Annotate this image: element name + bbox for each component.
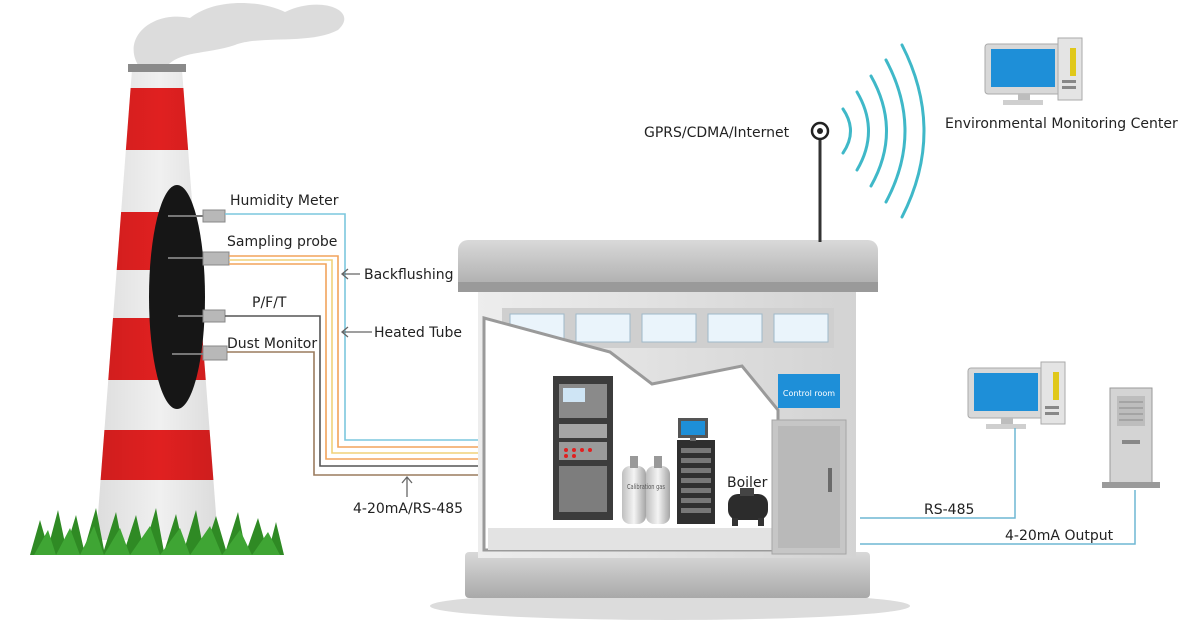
server-tower-icon: [1102, 387, 1160, 488]
station-pc-icon: [678, 418, 708, 441]
heated-tube-label: Heated Tube: [374, 325, 462, 341]
flow-arrows: [340, 268, 413, 497]
cable-bundle: [225, 213, 482, 476]
station-shadow: [430, 592, 910, 620]
rs485-label: RS-485: [924, 502, 974, 518]
stack-cutaway: [149, 185, 205, 409]
chimney-smoke: [133, 2, 345, 69]
signal-output-label: 4-20mA/RS-485: [353, 501, 463, 517]
stack-grass: [30, 508, 284, 555]
wireless-link-label: GPRS/CDMA/Internet: [644, 125, 790, 141]
wireless-signal-icon: [841, 43, 926, 219]
analyzer-cabinet: [553, 376, 613, 520]
calibration-gas-cylinders: Calibration gas: [622, 456, 670, 524]
dust-monitor-sensor: [172, 345, 228, 361]
boiler: [728, 488, 768, 526]
monitoring-center-pc-icon: [984, 37, 1083, 105]
backflushing-label: Backflushing: [364, 267, 454, 283]
boiler-label: Boiler: [727, 475, 768, 491]
calibration-gas-label: Calibration gas: [627, 483, 665, 491]
sampling-probe-sensor: [168, 251, 230, 266]
control-room: Control room: [771, 374, 847, 555]
dust-monitor-label: Dust Monitor: [227, 336, 317, 352]
pft-label: P/F/T: [252, 295, 287, 311]
humidity-meter-label: Humidity Meter: [230, 193, 339, 209]
local-pc-icon: [967, 361, 1066, 429]
monitoring-center-label: Environmental Monitoring Center: [945, 116, 1178, 132]
analog-output-label: 4-20mA Output: [1005, 528, 1114, 544]
control-room-label: Control room: [783, 389, 835, 398]
sampling-probe-label: Sampling probe: [227, 234, 337, 250]
humidity-meter-sensor: [168, 209, 226, 223]
output-lines: [860, 428, 1136, 545]
equipment-rack: [677, 440, 715, 524]
